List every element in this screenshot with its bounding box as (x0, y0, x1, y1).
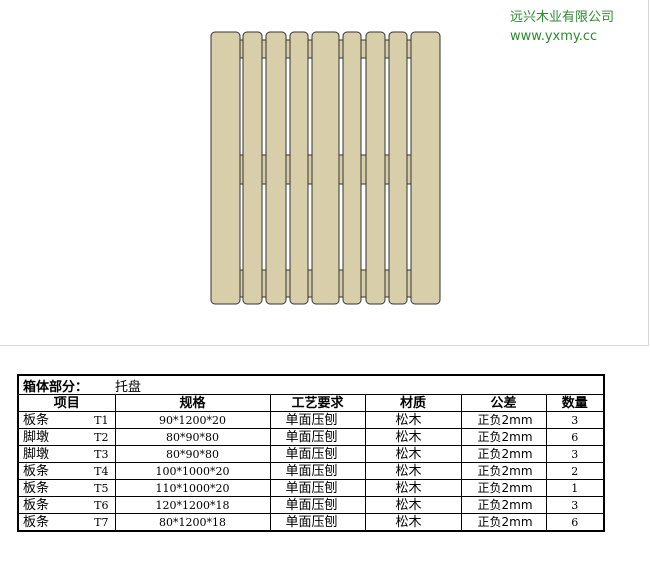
cell-tolerance: 正负2mm (460, 513, 547, 530)
deck-board (265, 31, 287, 305)
part-name: 板条 (23, 514, 50, 530)
cell-process: 单面压刨 (269, 462, 366, 480)
cell-tolerance: 正负2mm (460, 428, 547, 446)
part-code: T5 (94, 481, 109, 495)
cell-qty: 6 (545, 513, 603, 530)
cell-tolerance: 正负2mm (460, 496, 547, 514)
part-name: 板条 (23, 480, 50, 496)
part-code: T6 (94, 498, 109, 512)
cell-tolerance: 正负2mm (460, 445, 547, 463)
cell-material: 松木 (364, 479, 462, 497)
section-value: 托盘 (115, 379, 142, 395)
cell-qty: 3 (545, 445, 603, 463)
cell-tolerance: 正负2mm (460, 462, 547, 480)
cell-size: 80*90*80 (114, 428, 271, 446)
company-website[interactable]: www.yxmy.cc (510, 29, 598, 44)
cell-qty: 3 (545, 496, 603, 514)
deck-board (410, 31, 441, 305)
cell-material: 松木 (364, 411, 462, 429)
cell-item: T2 脚墩 (19, 428, 116, 446)
deck-board (342, 31, 362, 305)
header-tolerance: 公差 (460, 395, 547, 412)
header-item: 项目 (19, 395, 116, 412)
table-row: T5 板条 110*1000*20 单面压刨 松木 正负2mm 1 (19, 479, 603, 497)
cell-qty: 3 (545, 411, 603, 429)
cell-process: 单面压刨 (269, 513, 366, 530)
part-name: 板条 (23, 463, 50, 479)
part-name: 板条 (23, 497, 50, 513)
cell-tolerance: 正负2mm (460, 411, 547, 429)
part-name: 脚墩 (23, 446, 50, 462)
cell-material: 松木 (364, 428, 462, 446)
section-label: 箱体部分： (23, 379, 89, 395)
part-code: T2 (94, 430, 109, 444)
spec-header: 箱体部分： 托盘 (19, 376, 603, 395)
cell-material: 松木 (364, 513, 462, 530)
table-row: T4 板条 100*1000*20 单面压刨 松木 正负2mm 2 (19, 462, 603, 480)
cell-qty: 1 (545, 479, 603, 497)
cell-tolerance: 正负2mm (460, 479, 547, 497)
company-info: 远兴木业有限公司 www.yxmy.cc (510, 8, 614, 46)
table-row: T1 板条 90*1200*20 单面压刨 松木 正负2mm 3 (19, 411, 603, 429)
cell-process: 单面压刨 (269, 496, 366, 514)
spec-table: 箱体部分： 托盘 项目 规格 工艺要求 材质 公差 数量 T1 板条 90*120… (17, 374, 605, 532)
cell-process: 单面压刨 (269, 428, 366, 446)
table-row: T3 脚墩 80*90*80 单面压刨 松木 正负2mm 3 (19, 445, 603, 463)
part-name: 板条 (23, 412, 50, 428)
table-header-row: 项目 规格 工艺要求 材质 公差 数量 (19, 395, 603, 412)
cell-qty: 6 (545, 428, 603, 446)
cell-process: 单面压刨 (269, 479, 366, 497)
deck-board (311, 31, 340, 305)
cell-item: T4 板条 (19, 462, 116, 480)
pallet-drawing (210, 31, 441, 305)
table-row: T6 板条 120*1200*18 单面压刨 松木 正负2mm 3 (19, 496, 603, 514)
part-code: T7 (94, 515, 109, 529)
cell-material: 松木 (364, 496, 462, 514)
cell-size: 90*1200*20 (114, 411, 271, 429)
cell-size: 80*1200*18 (114, 513, 271, 530)
cell-material: 松木 (364, 445, 462, 463)
cell-qty: 2 (545, 462, 603, 480)
part-code: T3 (94, 447, 109, 461)
deck-board (388, 31, 408, 305)
cell-item: T6 板条 (19, 496, 116, 514)
header-material: 材质 (364, 395, 462, 412)
cell-size: 110*1000*20 (114, 479, 271, 497)
parts-table: 项目 规格 工艺要求 材质 公差 数量 T1 板条 90*1200*20 单面压刨… (19, 395, 603, 530)
cell-process: 单面压刨 (269, 411, 366, 429)
part-code: T1 (94, 413, 109, 427)
cell-material: 松木 (364, 462, 462, 480)
deck-board (242, 31, 263, 305)
header-process: 工艺要求 (269, 395, 366, 412)
part-name: 脚墩 (23, 429, 50, 445)
header-size: 规格 (114, 395, 271, 412)
deck-board (365, 31, 386, 305)
part-code: T4 (94, 464, 109, 478)
table-row: T7 板条 80*1200*18 单面压刨 松木 正负2mm 6 (19, 513, 603, 530)
cell-process: 单面压刨 (269, 445, 366, 463)
header-qty: 数量 (545, 395, 603, 412)
deck-board (289, 31, 309, 305)
cell-item: T3 脚墩 (19, 445, 116, 463)
table-row: T2 脚墩 80*90*80 单面压刨 松木 正负2mm 6 (19, 428, 603, 446)
cell-size: 100*1000*20 (114, 462, 271, 480)
cell-size: 80*90*80 (114, 445, 271, 463)
company-name: 远兴木业有限公司 (510, 10, 615, 25)
cell-item: T7 板条 (19, 513, 116, 530)
cell-item: T5 板条 (19, 479, 116, 497)
cell-size: 120*1200*18 (114, 496, 271, 514)
cell-item: T1 板条 (19, 411, 116, 429)
deck-board (210, 31, 241, 305)
deck-boards (210, 31, 441, 305)
